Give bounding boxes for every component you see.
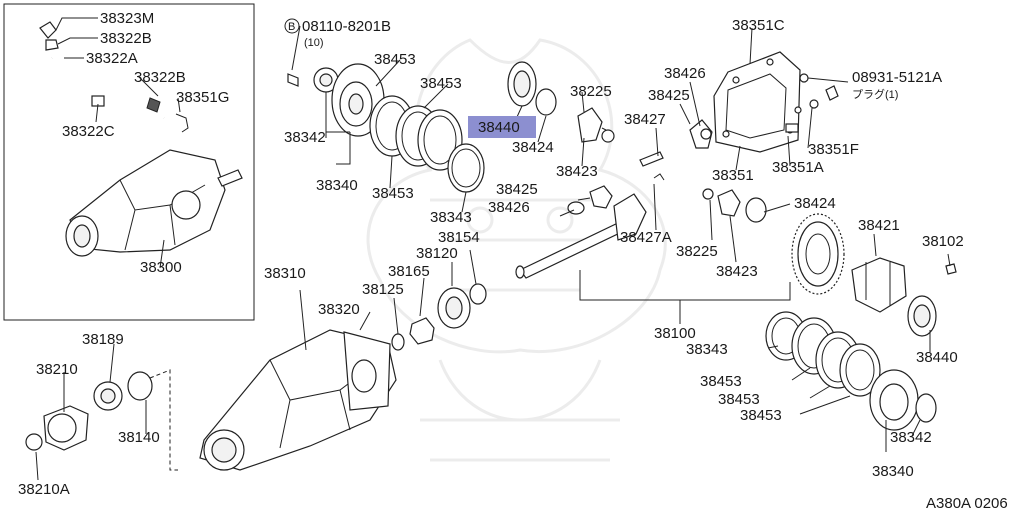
label-38423-a[interactable]: 38423 — [556, 163, 598, 180]
label-38120[interactable]: 38120 — [416, 245, 458, 262]
label-38322B-a[interactable]: 38322B — [100, 30, 152, 47]
companion-flange-parts — [25, 371, 153, 451]
ring-gear — [791, 213, 845, 295]
bolt-symbol-circle — [284, 18, 300, 34]
label-38343-right[interactable]: 38343 — [686, 341, 728, 358]
breather-hose-assembly — [39, 21, 189, 133]
label-38340-left[interactable]: 38340 — [316, 177, 358, 194]
label-38453-a[interactable]: 38453 — [374, 51, 416, 68]
label-38140[interactable]: 38140 — [118, 429, 160, 446]
label-plug-part[interactable]: 08931-5121A — [852, 69, 942, 86]
label-38424-b[interactable]: 38424 — [794, 195, 836, 212]
label-38453-right1[interactable]: 38453 — [700, 373, 742, 390]
label-38210[interactable]: 38210 — [36, 361, 78, 378]
label-38225-a[interactable]: 38225 — [570, 83, 612, 100]
label-38351[interactable]: 38351 — [712, 167, 754, 184]
label-38322A[interactable]: 38322A — [86, 50, 138, 67]
label-38342-left[interactable]: 38342 — [284, 129, 326, 146]
label-38351F[interactable]: 38351F — [808, 141, 859, 158]
label-38125[interactable]: 38125 — [362, 281, 404, 298]
label-38425-b[interactable]: 38425 — [496, 181, 538, 198]
side-flange-left — [331, 63, 385, 137]
label-38423-b[interactable]: 38423 — [716, 263, 758, 280]
label-38421[interactable]: 38421 — [858, 217, 900, 234]
label-38210A[interactable]: 38210A — [18, 481, 70, 498]
label-38440-highlight[interactable]: 38440 — [478, 119, 520, 136]
label-38322B-b[interactable]: 38322B — [134, 69, 186, 86]
part-labels: 38323M 38322B 38322A 38322B 38351G 38322… — [18, 10, 1008, 510]
label-38340-right[interactable]: 38340 — [872, 463, 914, 480]
label-38427[interactable]: 38427 — [624, 111, 666, 128]
label-38225-b[interactable]: 38225 — [676, 243, 718, 260]
differential-case — [851, 257, 957, 337]
label-38427A[interactable]: 38427A — [620, 229, 672, 246]
label-38426-b[interactable]: 38426 — [488, 199, 530, 216]
label-38440-right[interactable]: 38440 — [916, 349, 958, 366]
label-38189[interactable]: 38189 — [82, 331, 124, 348]
label-38165[interactable]: 38165 — [388, 263, 430, 280]
label-38300[interactable]: 38300 — [140, 259, 182, 276]
label-38342-right[interactable]: 38342 — [890, 429, 932, 446]
rear-cover — [713, 51, 839, 153]
label-38310[interactable]: 38310 — [264, 265, 306, 282]
label-38100[interactable]: 38100 — [654, 325, 696, 342]
label-38323M[interactable]: 38323M — [100, 10, 154, 27]
label-38424-a[interactable]: 38424 — [512, 139, 554, 156]
label-38351A[interactable]: 38351A — [772, 159, 824, 176]
label-38343-left[interactable]: 38343 — [430, 209, 472, 226]
differential-housing-inset — [65, 149, 243, 257]
selected-part-highlight[interactable] — [468, 116, 536, 138]
bolt-and-seal-left — [287, 67, 339, 93]
label-bolt-qty: (10) — [304, 37, 324, 49]
label-38453-b[interactable]: 38453 — [420, 75, 462, 92]
label-38351C[interactable]: 38351C — [732, 17, 785, 34]
inset-frame — [3, 3, 255, 321]
figure-code: A380A 0206 — [926, 495, 1008, 510]
label-38425-a[interactable]: 38425 — [648, 87, 690, 104]
label-38453-right2[interactable]: 38453 — [718, 391, 760, 408]
leader-lines — [35, 17, 951, 481]
label-38426-a[interactable]: 38426 — [664, 65, 706, 82]
label-plug-note: プラグ(1) — [852, 87, 898, 101]
bolt-symbol: B — [288, 21, 295, 33]
label-38102[interactable]: 38102 — [922, 233, 964, 250]
side-bearing-left — [507, 61, 557, 116]
drive-pinion-shaft — [515, 193, 647, 279]
shim-rings-right — [765, 311, 881, 397]
label-38320[interactable]: 38320 — [318, 301, 360, 318]
pinion-gears-center — [567, 107, 767, 223]
label-38351G[interactable]: 38351G — [176, 89, 229, 106]
shim-rings-left — [369, 95, 485, 193]
label-38322C[interactable]: 38322C — [62, 123, 115, 140]
label-38154[interactable]: 38154 — [438, 229, 480, 246]
differential-carrier — [199, 329, 397, 471]
label-38453-c[interactable]: 38453 — [372, 185, 414, 202]
watermark-emblem — [366, 38, 667, 462]
pinion-bearing-stack — [391, 283, 487, 351]
label-bolt-part[interactable]: 08110-8201B — [302, 18, 391, 35]
label-38453-right3[interactable]: 38453 — [740, 407, 782, 424]
side-flange-right — [869, 369, 937, 431]
